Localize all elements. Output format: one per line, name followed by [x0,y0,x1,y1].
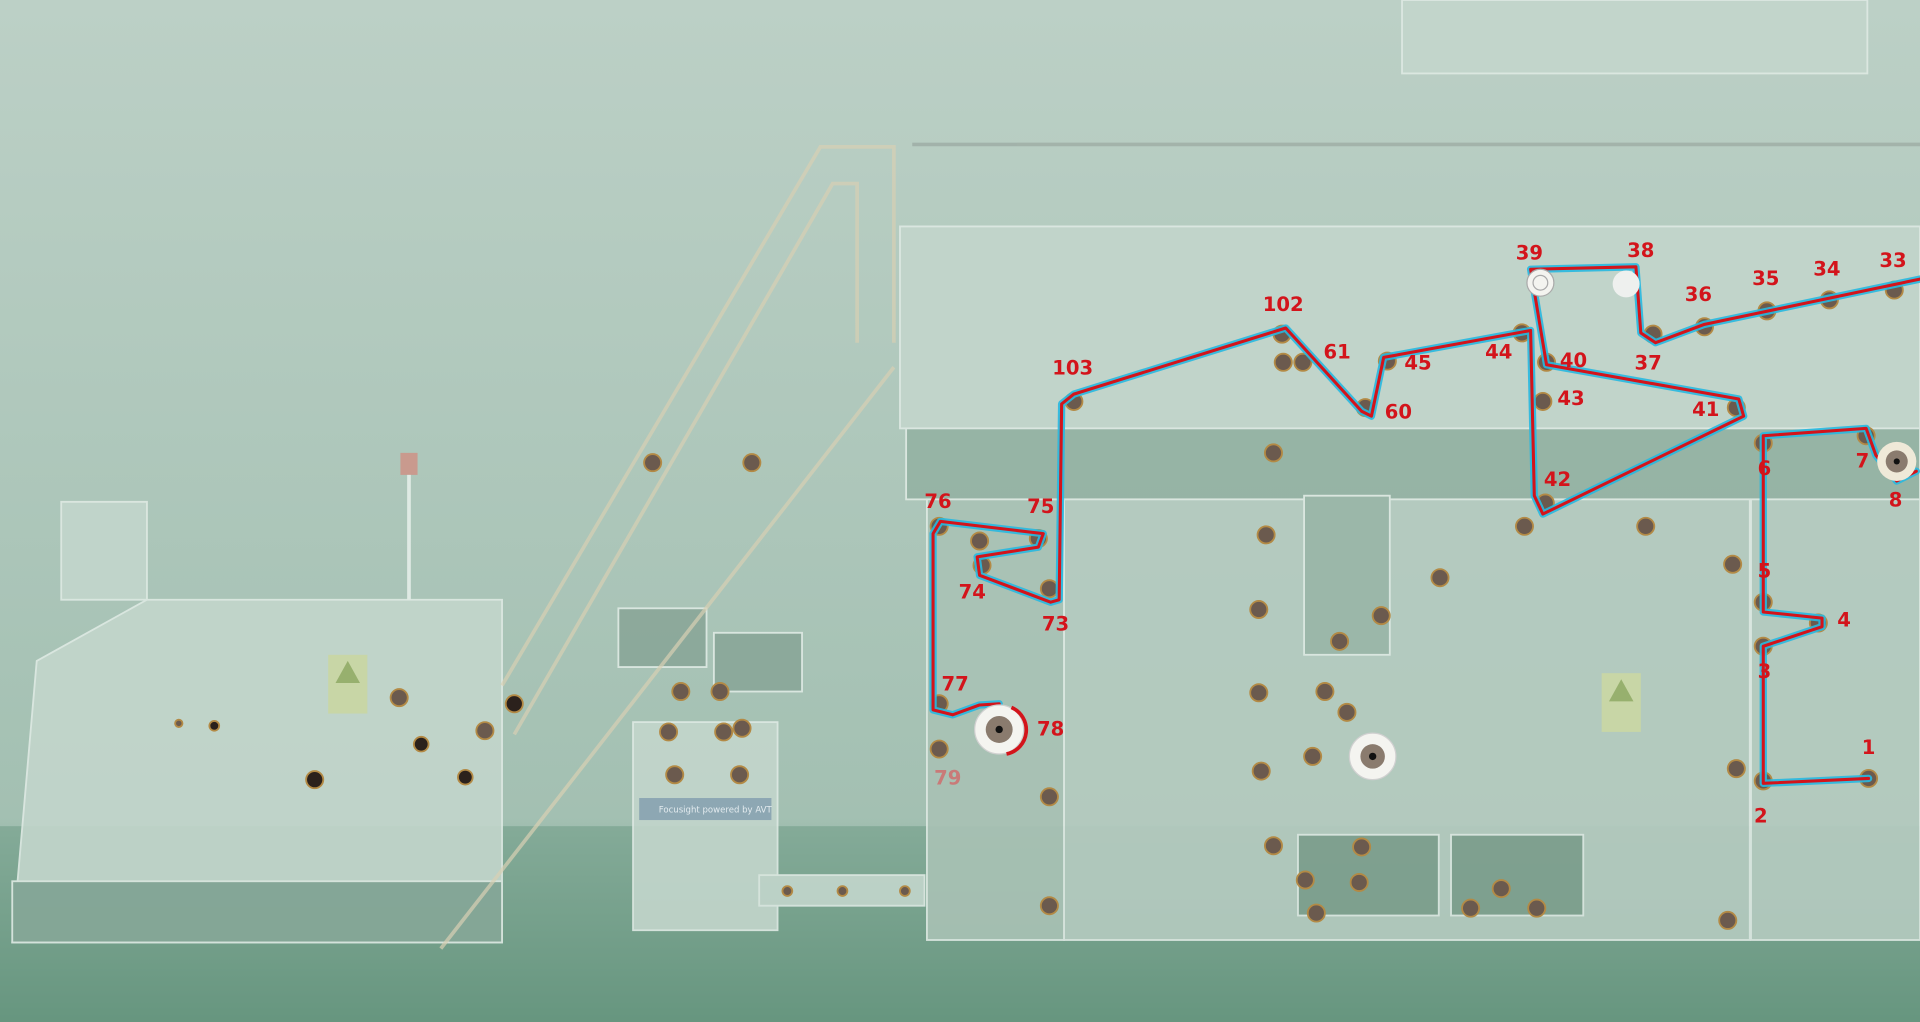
roller [1315,682,1335,702]
roller [504,694,524,714]
roller [1515,516,1534,536]
roller [929,739,949,759]
roller [665,765,685,785]
roller-label-40: 40 [1560,349,1587,372]
roller-label-7: 7 [1856,450,1870,473]
roller [836,885,849,897]
roller [970,531,990,551]
roller-label-103: 103 [1052,357,1093,380]
roller [1295,870,1315,890]
roller-label-35: 35 [1752,267,1779,290]
roller [1371,606,1391,626]
roller [1723,554,1743,574]
roller [1330,631,1350,651]
roller [1430,568,1450,588]
roller-label-2: 2 [1754,804,1768,827]
roller [1527,898,1547,918]
idler-39 [1526,268,1555,297]
roller [1306,903,1326,923]
roller [1337,702,1357,722]
roller [899,885,911,897]
stair-railing [439,142,1920,950]
roller [1293,352,1313,372]
roller-label-41: 41 [1692,398,1719,421]
roller [174,718,184,728]
roller [1273,352,1293,372]
roller-label-76: 76 [924,490,951,513]
roller [732,718,752,738]
roller-label-44: 44 [1485,341,1512,364]
roller [742,453,762,473]
machine-frame [11,0,1920,944]
roller-label-8: 8 [1889,489,1903,512]
roller-label-1: 1 [1862,736,1876,759]
roller-label-45: 45 [1404,352,1431,375]
roller [1533,391,1553,411]
signal-tower [400,452,418,600]
roller [1263,443,1283,463]
roller [1718,910,1738,930]
roller [1303,746,1323,766]
roller-label-79: 79 [934,767,961,790]
roller-label-4: 4 [1837,609,1851,632]
roller [710,682,730,702]
roller [1249,600,1269,620]
roller [659,722,679,742]
idler-38 [1612,270,1640,298]
roller-label-34: 34 [1813,257,1840,280]
roller [1256,525,1276,545]
roll-center [1348,732,1397,781]
roller [1039,787,1059,807]
brand-plate-text: Focusight powered by AVT [659,806,773,816]
roller [208,719,221,732]
roller [1263,836,1283,856]
roller-label-74: 74 [959,581,986,604]
roller [457,768,474,786]
brand-plate: Focusight powered by AVT [639,798,773,821]
roller [305,770,325,790]
roller [781,885,794,897]
roller-label-36: 36 [1685,283,1712,306]
unwind-roll-78 [974,704,1029,756]
roller [1636,516,1656,536]
roller [1251,761,1271,781]
roller [671,682,691,702]
roller-label-33: 33 [1879,249,1906,272]
roller [1726,759,1746,779]
roller [714,722,734,742]
roller-label-5: 5 [1758,560,1772,583]
roller-label-39: 39 [1516,241,1543,264]
roller-label-102: 102 [1263,293,1304,316]
roller-label-37: 37 [1635,352,1662,375]
roller-label-75: 75 [1027,495,1054,518]
roller-label-3: 3 [1758,660,1772,683]
roller-label-6: 6 [1758,457,1772,480]
roller-label-61: 61 [1324,341,1351,364]
roller [730,765,750,785]
roller [1491,879,1511,899]
roller-label-77: 77 [941,672,968,695]
roller [1352,837,1372,857]
roller-label-42: 42 [1544,468,1571,491]
warning-sign-left [328,654,368,714]
roller [1461,898,1481,918]
roller-label-78: 78 [1037,718,1064,741]
roller [1249,683,1269,703]
warning-sign-right [1601,673,1641,732]
roller-label-43: 43 [1557,387,1584,410]
roller-label-38: 38 [1627,239,1654,262]
roller-label-73: 73 [1042,612,1069,635]
roller [475,721,495,741]
roller-label-60: 60 [1385,401,1412,424]
roller [389,688,409,708]
roll-8 [1877,441,1917,482]
roller [1039,896,1059,916]
roller [643,453,663,473]
roller [412,735,430,753]
roller [1039,579,1059,599]
roller [1349,872,1369,892]
